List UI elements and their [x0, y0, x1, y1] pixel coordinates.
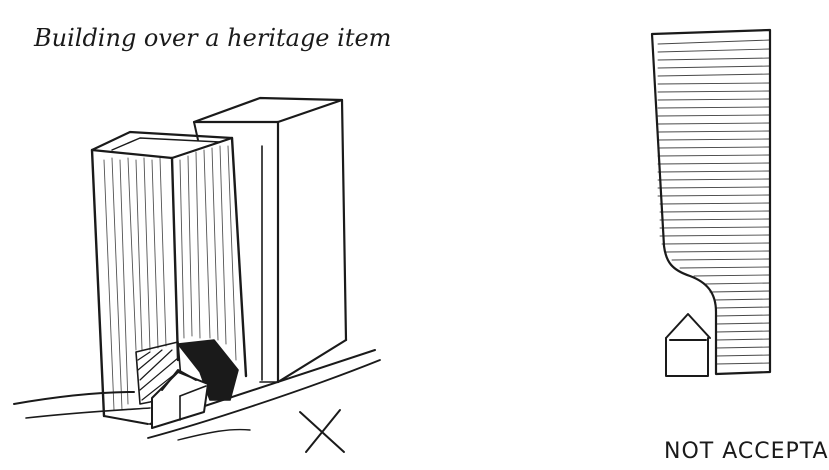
back-tower: [194, 98, 346, 382]
left-house-icon: [152, 370, 208, 428]
house-icon: [666, 314, 710, 376]
right-face-hatching: [180, 146, 236, 360]
elevation-hatching: [658, 40, 770, 364]
cross-mark-icon: [300, 410, 344, 452]
elevation-tower: [652, 30, 770, 374]
right-sketch: [652, 30, 770, 376]
left-sketch: [14, 98, 380, 452]
sketch-caption: Building over a heritage item: [33, 24, 391, 52]
left-face-hatching: [104, 158, 166, 410]
verdict-label: NOT ACCEPTABLE: [664, 439, 829, 464]
